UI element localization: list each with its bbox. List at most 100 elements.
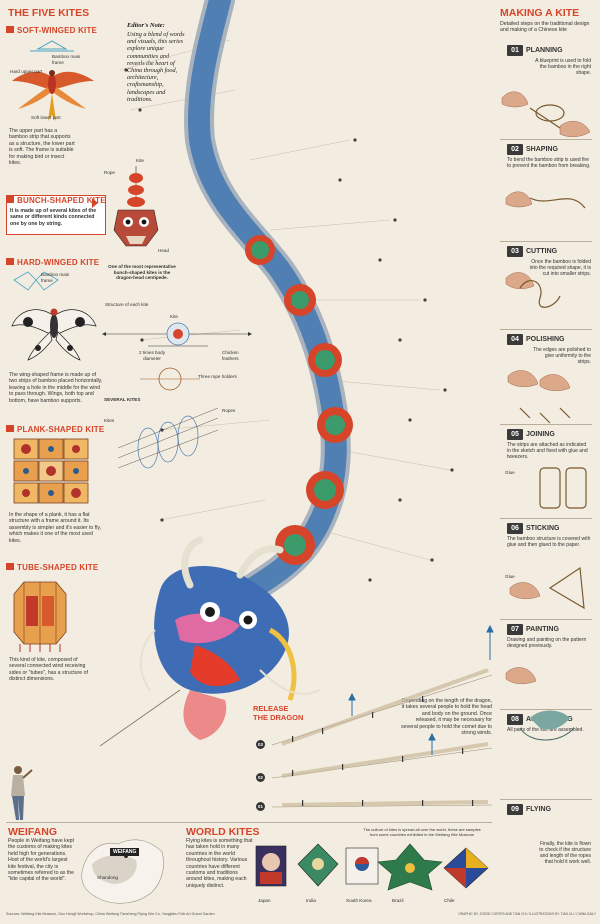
step-number-5: 05 [507, 429, 523, 440]
bunch-shaped-desc: It is made up of several kites of the sa… [10, 208, 97, 227]
release-title-2: THE DRAGON [253, 713, 304, 722]
rope-holders-diagram [140, 367, 200, 391]
weifang-title: WEIFANG [8, 826, 57, 838]
step-divider [500, 799, 592, 800]
centipede-caption: One of the most representative bunch-sha… [108, 264, 176, 281]
label-kite-2: Kite [170, 314, 178, 319]
world-kites-note: The culture of kites is spread all over … [363, 827, 481, 837]
world-kites-text: Flying kites is something that has taken… [186, 838, 253, 889]
step-text-5: The strips are attached as indicated in … [507, 442, 588, 460]
step-text-6: The bamboo structure is covered with glu… [507, 536, 591, 548]
step-number-9: 09 [507, 804, 523, 815]
hard-winged-title: HARD-WINGED KITE [17, 258, 100, 267]
world-kites-images [255, 843, 489, 891]
tube-shaped-desc: This kind of kite, composed of several c… [9, 657, 88, 683]
making-kite-intro: Detailed steps on the traditional design… [500, 21, 590, 34]
step-title-9: FLYING [526, 806, 552, 813]
step-title-6: STICKING [526, 525, 560, 532]
person-flying-kite-illustration [11, 766, 33, 820]
label-kites: Kites [104, 418, 115, 423]
step-text-2: To bend the bamboo strip is used fire to… [507, 157, 591, 169]
country-label-2: India [306, 898, 316, 903]
bunch-shaped-title: BUNCH-SHAPED KITE [17, 196, 106, 205]
label-glue-2: Glue [505, 574, 515, 579]
centipede-head-kite-illustration [112, 166, 160, 256]
label-kite: Kite [136, 158, 144, 163]
step-divider [500, 241, 592, 242]
step-text-7: Drawing and painting on the pattern desi… [507, 637, 587, 649]
arrow-icon [92, 198, 98, 208]
step-title-5: JOINING [526, 431, 555, 438]
step-text-1: A blueprint is used to fold the bamboo i… [535, 58, 591, 76]
label-head: Head [158, 248, 169, 253]
label-rope: Rope [104, 170, 115, 175]
release-step-01: 01 [256, 802, 265, 811]
step-title-3: CUTTING [526, 248, 558, 255]
step-title-7: PAINTING [526, 626, 559, 633]
step-divider [500, 518, 592, 519]
five-kites-title: THE FIVE KITES [8, 7, 90, 19]
step-divider [500, 424, 592, 425]
structure-diagram [102, 322, 252, 347]
soft-winged-kite-illustration [8, 37, 96, 123]
editor-note-title: Editor's Note: [127, 22, 165, 29]
soft-winged-title: SOFT-WINGED KITE [17, 26, 98, 35]
release-step-02: 02 [256, 773, 265, 782]
making-kite-title: MAKING A KITE [500, 7, 580, 19]
hard-winged-kite-illustration [8, 270, 100, 366]
label-hard-upper: Hard upper part [10, 69, 43, 74]
step-divider [500, 329, 592, 330]
step-number-7: 07 [507, 624, 523, 635]
hard-winged-desc: The wing-shaped frame is made up of two … [9, 372, 103, 404]
label-ropes: Ropes [222, 408, 236, 413]
country-label-5: Chile [444, 898, 455, 903]
step-text-8: All parts of the kite are assembled. [507, 727, 584, 733]
step-text-3: Once the bamboo is folded into the requi… [529, 259, 591, 277]
map-region-label: Shandong [97, 875, 118, 880]
credits-text: GRAPHIC BY: JORGE CORTES AND TIAN CHI / … [458, 912, 596, 916]
country-label-4: Brazil [392, 898, 404, 903]
soft-winged-desc: The upper part has a bamboo strip that s… [9, 128, 75, 167]
weifang-text: People in Weifang have kept the customs … [8, 838, 75, 883]
sources-text: Sources: Weifang Kite Museum, Guo Hongli… [6, 912, 215, 916]
plank-shaped-desc: In the shape of a plank, it has a flat s… [9, 512, 101, 544]
tube-shaped-kite-illustration [10, 576, 70, 654]
label-diameter: 2 times body diameter [138, 350, 166, 361]
several-kites-diagram [118, 408, 218, 469]
step-number-6: 06 [507, 523, 523, 534]
bottom-divider [6, 822, 492, 823]
dragon-kite-illustration [100, 0, 454, 747]
step-text-4: The edges are polished to give uniformit… [533, 347, 591, 365]
plank-shaped-title: PLANK-SHAPED KITE [17, 425, 105, 434]
step-number-1: 01 [507, 45, 523, 56]
release-diagram [271, 624, 494, 808]
step-divider [500, 139, 592, 140]
section-marker [6, 425, 14, 432]
tube-shaped-title: TUBE-SHAPED KITE [17, 563, 99, 572]
step-title-2: SHAPING [526, 146, 558, 153]
release-step-03: 03 [256, 740, 265, 749]
world-kites-title: WORLD KITES [186, 826, 260, 838]
map-city-label: WEIFANG [110, 848, 140, 856]
step-number-2: 02 [507, 144, 523, 155]
country-label-3: South Korea [346, 898, 372, 903]
steps-illustrations [501, 91, 591, 741]
step-title-1: PLANNING [526, 47, 563, 54]
several-kites-title: SEVERAL KITES [104, 397, 141, 402]
bunch-box [6, 195, 106, 235]
step-title-4: POLISHING [526, 336, 565, 343]
step-number-4: 04 [507, 334, 523, 345]
section-marker [6, 563, 14, 570]
plank-shaped-kite-illustration [10, 437, 92, 507]
release-desc: Depending on the length of the dragon, i… [401, 698, 492, 737]
step-number-3: 03 [507, 246, 523, 257]
country-label-1: Japan [258, 898, 271, 903]
section-marker [6, 258, 14, 265]
release-title-1: RELEASE [253, 704, 289, 713]
section-marker [6, 196, 14, 203]
label-bamboo-frame-2: Bamboo main frame [41, 272, 70, 283]
label-bamboo-frame: Bamboo main frame [52, 54, 81, 65]
step-divider [500, 619, 592, 620]
section-marker [6, 26, 14, 33]
structure-label: Structure of each kite [105, 302, 149, 307]
